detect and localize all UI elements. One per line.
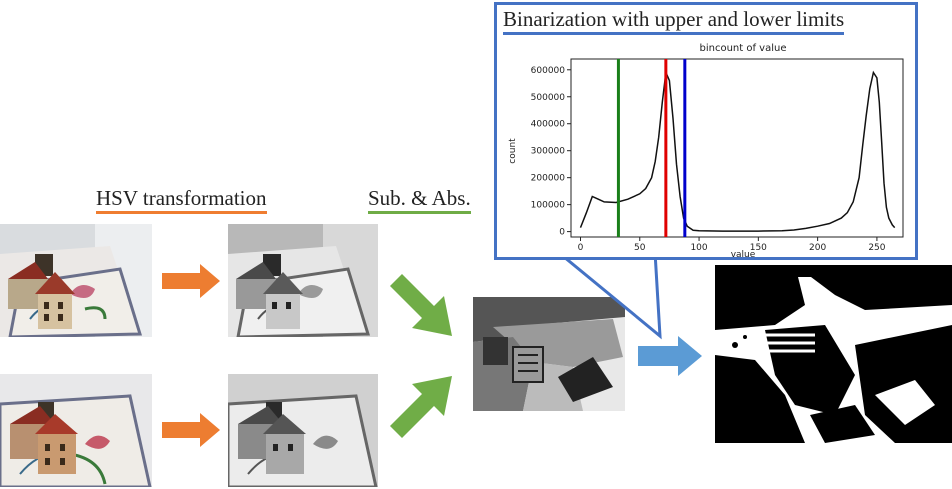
x-tick-label: 150: [750, 243, 767, 253]
hsv-transformation-label: HSV transformation: [96, 186, 267, 214]
difference-image: [473, 297, 625, 411]
orange-arrow-2: [162, 413, 220, 447]
histogram-series-line: [579, 69, 896, 232]
binarized-result-image: [715, 265, 952, 443]
y-tick-label: 400000: [531, 120, 566, 130]
y-tick-label: 100000: [531, 201, 566, 211]
plot-frame: [570, 58, 904, 238]
y-tick-label: 300000: [531, 147, 566, 157]
green-arrow-up-right: [390, 376, 452, 438]
hsv-value-photo-1: [228, 224, 378, 337]
blue-arrow: [638, 336, 702, 376]
y-tick-label: 500000: [531, 93, 566, 103]
orange-arrow-1: [162, 264, 220, 298]
x-tick-label: 200: [809, 243, 826, 253]
green-arrow-down-right: [390, 274, 452, 336]
x-tick-label: 100: [690, 243, 707, 253]
input-photo-1: [0, 224, 152, 337]
binarization-label: Binarization with upper and lower limits: [503, 7, 845, 35]
x-tick-label: 0: [578, 243, 584, 253]
histogram-chart: bincount of value value count 0 50 100 150 2…: [508, 43, 904, 259]
histogram-callout: Binarization with upper and lower limits…: [494, 2, 918, 260]
callout-pointer: [557, 250, 662, 340]
input-photo-2: [0, 374, 152, 487]
x-tick-label: 250: [868, 243, 885, 253]
hsv-value-photo-2: [228, 374, 378, 487]
sub-abs-label: Sub. & Abs.: [368, 186, 471, 214]
y-axis-title: count: [508, 138, 518, 164]
y-tick-label: 0: [559, 228, 565, 238]
x-tick-label: 50: [634, 243, 646, 253]
y-tick-label: 200000: [531, 174, 566, 184]
chart-title: bincount of value: [700, 43, 787, 54]
y-tick-label: 600000: [531, 66, 566, 76]
x-axis-title: value: [731, 250, 756, 259]
